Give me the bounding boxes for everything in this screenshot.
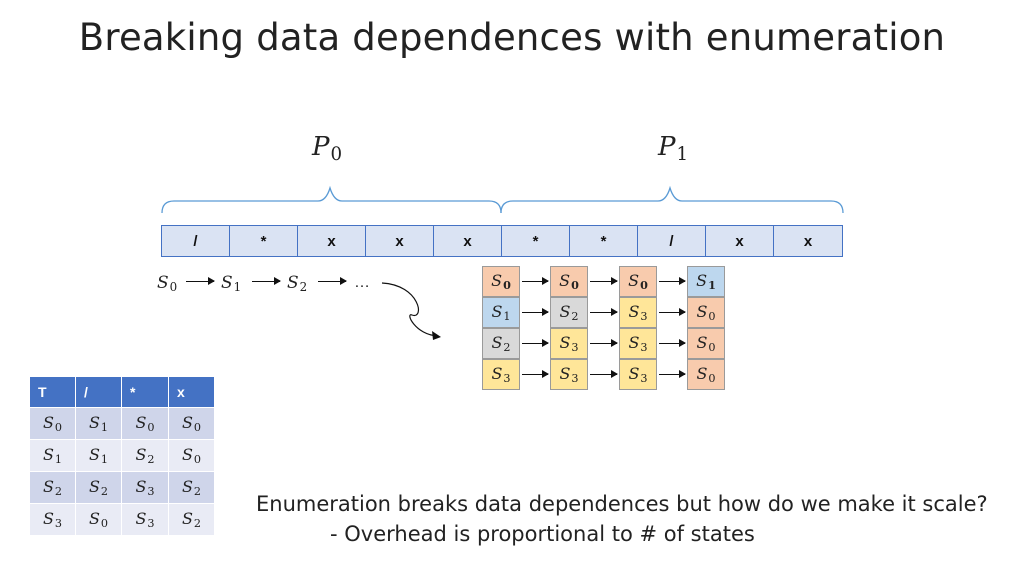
sequence-cell: * <box>502 226 570 256</box>
partition-label-p0: P0 <box>312 132 343 165</box>
table-cell: S3 <box>121 503 169 536</box>
transition-arrow <box>522 370 549 378</box>
state-cell: S2 <box>550 297 588 328</box>
table-cell: S2 <box>29 471 76 504</box>
table-cell: S0 <box>121 407 169 440</box>
table-cell: S1 <box>75 407 122 440</box>
transition-arrow <box>522 308 549 316</box>
table-cell: S2 <box>168 503 215 536</box>
table-header: / <box>75 376 122 408</box>
slide-title: Breaking data dependences with enumerati… <box>78 16 946 59</box>
transition-arrow <box>659 339 686 347</box>
state-cell: S3 <box>550 359 588 390</box>
operation-sequence: / * x x x * * / x x <box>161 225 843 257</box>
table-cell: S0 <box>75 503 122 536</box>
transition-arrow <box>590 308 618 316</box>
chain-arrow <box>318 277 347 285</box>
table-cell: S0 <box>168 439 215 472</box>
sequence-cell: / <box>638 226 706 256</box>
transition-arrow <box>659 277 686 285</box>
chain-state-s1: S1 <box>221 273 242 294</box>
table-cell: S3 <box>29 503 76 536</box>
chain-ellipsis: … <box>354 274 370 291</box>
body-text-line1: Enumeration breaks data dependences but … <box>256 492 988 516</box>
state-cell: S0 <box>687 359 725 390</box>
transition-arrow <box>590 370 618 378</box>
state-cell: S0 <box>687 328 725 359</box>
table-cell: S2 <box>168 471 215 504</box>
state-cell: S2 <box>482 328 520 359</box>
sequence-cell: x <box>298 226 366 256</box>
sequence-cell: / <box>162 226 230 256</box>
chain-state-s0: S0 <box>157 273 178 294</box>
body-text-line2: - Overhead is proportional to # of state… <box>330 522 755 546</box>
sequence-cell: x <box>803 232 813 250</box>
state-cell: S1 <box>687 266 725 297</box>
sequence-cell: * <box>570 226 638 256</box>
table-cell: S0 <box>168 407 215 440</box>
table-cell: S2 <box>75 471 122 504</box>
transition-arrow <box>522 277 549 285</box>
state-cell: S0 <box>687 297 725 328</box>
sequence-cell: * <box>230 226 298 256</box>
chain-state-s2: S2 <box>287 273 308 294</box>
transition-arrow <box>522 339 549 347</box>
state-cell: S3 <box>482 359 520 390</box>
table-cell: S1 <box>29 439 76 472</box>
chain-arrow <box>252 277 281 285</box>
table-cell: S1 <box>75 439 122 472</box>
state-cell: S3 <box>619 359 657 390</box>
transition-arrow <box>659 308 686 316</box>
chain-arrow <box>186 277 215 285</box>
state-cell: S0 <box>619 266 657 297</box>
sequence-cell: x <box>434 226 502 256</box>
transition-arrow <box>590 339 618 347</box>
transition-arrow <box>659 370 686 378</box>
state-cell: S3 <box>619 297 657 328</box>
state-cell: S3 <box>619 328 657 359</box>
table-header: T <box>29 376 76 408</box>
table-cell: S3 <box>121 471 169 504</box>
table-header: * <box>121 376 169 408</box>
state-cell: S0 <box>550 266 588 297</box>
sequence-cell: x <box>366 226 434 256</box>
table-header: x <box>168 376 215 408</box>
state-cell: S3 <box>550 328 588 359</box>
partition-label-p1: P1 <box>658 132 689 165</box>
table-cell: S0 <box>29 407 76 440</box>
sequence-cell: x <box>706 226 774 256</box>
state-cell: S0 <box>482 266 520 297</box>
transition-arrow <box>590 277 618 285</box>
table-cell: S2 <box>121 439 169 472</box>
state-cell: S1 <box>482 297 520 328</box>
